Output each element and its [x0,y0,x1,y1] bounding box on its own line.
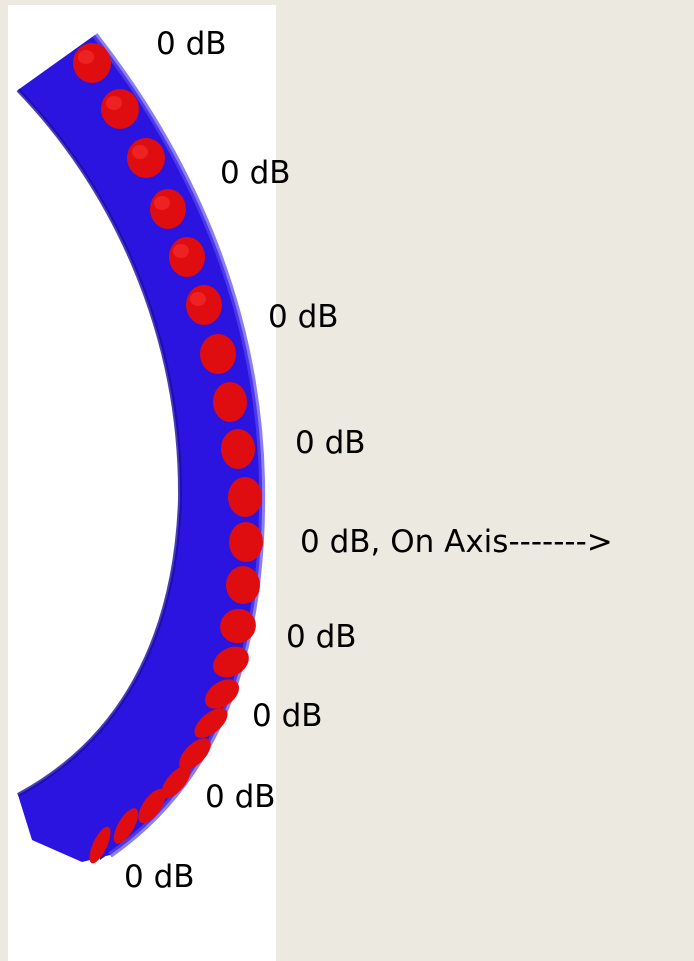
driver [73,43,111,83]
driver [89,826,111,864]
driver-group [73,43,263,864]
level-label: 0 dB [205,779,276,815]
driver-highlight [132,145,148,159]
driver-highlight [78,50,94,64]
driver [150,189,186,229]
driver [101,89,139,129]
driver-highlight [173,244,189,258]
driver [204,679,240,709]
level-label: 0 dB [252,698,323,734]
driver [113,808,139,844]
driver [138,788,166,824]
driver [169,237,205,277]
driver [221,429,255,469]
driver [200,334,236,374]
driver [161,765,191,799]
driver-highlight [154,196,170,210]
level-label: 0 dB [156,26,227,62]
driver [213,646,249,678]
level-label: 0 dB [124,859,195,895]
level-label: 0 dB [220,155,291,191]
driver-highlights [78,50,206,306]
driver-highlight [106,96,122,110]
level-label: 0 dB [295,425,366,461]
driver [213,382,247,422]
driver [220,608,256,644]
level-label: 0 dB [268,299,339,335]
driver [226,566,260,604]
array-inner-edge [16,88,183,797]
driver [229,522,263,562]
driver [228,477,262,517]
driver [194,708,228,738]
driver-highlight [190,292,206,306]
on-axis-label: 0 dB, On Axis-------> [300,524,613,560]
array-enclosure [18,35,263,862]
level-label: 0 dB [286,619,357,655]
driver [179,738,211,770]
driver [186,285,222,325]
driver [127,138,165,178]
